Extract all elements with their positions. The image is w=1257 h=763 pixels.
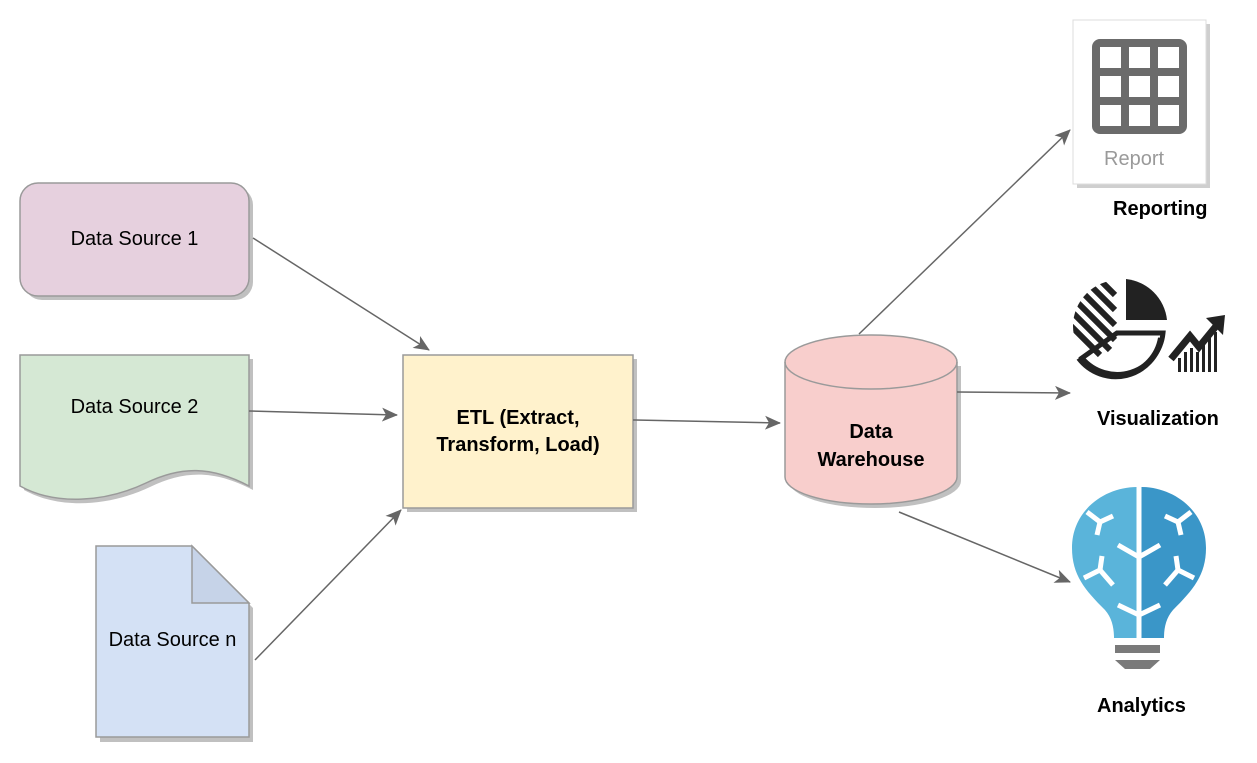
data-source-n-node[interactable]	[95, 544, 253, 742]
brain-left-half	[1072, 487, 1137, 638]
data-source-n-label: Data Source n	[108, 628, 237, 651]
bulb-base-tip	[1115, 660, 1160, 669]
data-source-2-label: Data Source 2	[70, 395, 199, 418]
pie-rim	[1076, 337, 1164, 380]
etl-label-line1: ETL (Extract,	[456, 407, 580, 429]
edge-dsn-to-etl	[254, 509, 402, 661]
data-warehouse-node[interactable]	[784, 334, 961, 508]
edge-warehouse-to-reporting	[858, 129, 1071, 335]
warehouse-label-line2: Warehouse	[817, 449, 925, 471]
cylinder-top-rim	[784, 361, 958, 390]
etl-node[interactable]	[402, 354, 637, 512]
trend-arrow	[1168, 315, 1225, 372]
data-source-1-node[interactable]	[19, 182, 253, 300]
etl-label-line2: Transform, Load)	[436, 434, 600, 456]
edge-ds2-to-etl	[248, 407, 398, 422]
reporting-caption: Reporting	[1113, 198, 1208, 220]
brain-circuits	[1082, 487, 1196, 640]
edge-etl-to-warehouse	[632, 415, 781, 430]
bulb-base-band	[1115, 645, 1160, 653]
data-source-1-shape	[19, 182, 250, 297]
edge-warehouse-to-visualization	[956, 385, 1071, 400]
folded-corner	[191, 544, 251, 604]
visualization-caption: Visualization	[1097, 408, 1219, 430]
pie-slice-solid	[1126, 279, 1167, 320]
brain-lightbulb-icon[interactable]	[1072, 487, 1206, 669]
pie-slice-striped	[1073, 280, 1118, 358]
edge-warehouse-to-analytics	[898, 511, 1071, 583]
data-source-2-node[interactable]	[19, 354, 253, 504]
warehouse-label-line1: Data	[849, 421, 893, 443]
edge-ds1-to-etl	[252, 237, 430, 351]
grid-cells	[1100, 47, 1179, 126]
data-source-1-label: Data Source 1	[70, 228, 199, 250]
etl-shape	[402, 354, 634, 509]
cylinder-body	[784, 334, 958, 505]
brain-right-half	[1141, 487, 1206, 638]
pie-chart-trend-icon[interactable]	[1060, 279, 1225, 380]
report-grid-icon[interactable]	[1072, 19, 1210, 188]
analytics-caption: Analytics	[1097, 695, 1186, 717]
report-icon-text: Report	[1104, 148, 1165, 170]
data-source-2-shape	[19, 354, 250, 500]
